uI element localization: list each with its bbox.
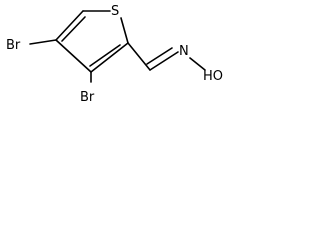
atom-label-bromine-bottom: Br xyxy=(80,90,95,105)
bond-c2-ch xyxy=(127,42,151,71)
bond-c2-c3 xyxy=(90,42,129,73)
atom-label-hydroxyl: HO xyxy=(203,69,223,84)
bond-c3-c4 xyxy=(55,39,92,73)
bond-s-c2 xyxy=(120,17,129,44)
bond-n-o xyxy=(189,57,206,71)
bond-c4-br xyxy=(29,39,57,45)
bond-ch-n xyxy=(149,51,179,71)
atom-label-nitrogen: N xyxy=(179,44,189,59)
bond-ch-n-inner xyxy=(146,47,173,65)
thiophene-ring xyxy=(55,10,129,73)
atom-label-bromine-top: Br xyxy=(6,38,21,53)
bond-c2-c3-inner xyxy=(89,44,121,67)
bond-c4-c5 xyxy=(55,10,84,41)
bond-c4-c5-inner xyxy=(61,16,86,42)
atom-label-sulfur: S xyxy=(111,4,119,19)
chemical-structure: S Br Br N HO xyxy=(6,4,223,105)
